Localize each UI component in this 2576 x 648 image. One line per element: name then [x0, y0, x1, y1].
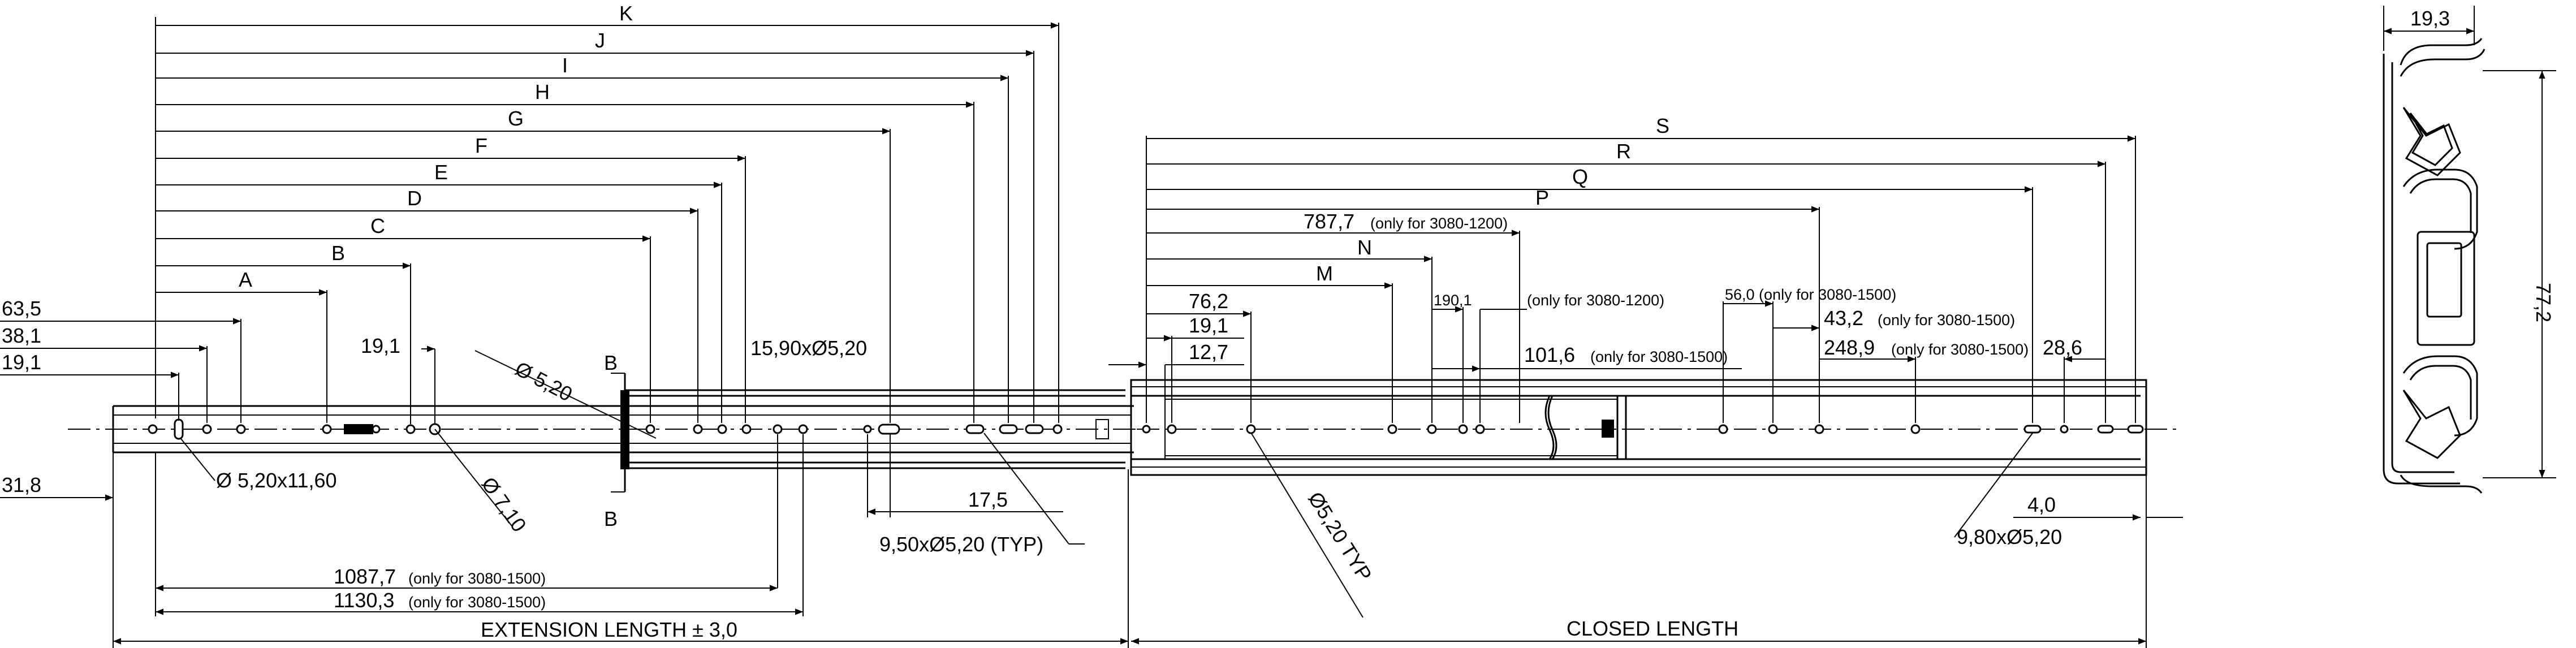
dim-248-9: 248,9: [1824, 336, 1875, 359]
dim-19-1-mid: 19,1: [361, 334, 400, 357]
dim-787-7: 787,7: [1304, 210, 1354, 233]
dim-1087-7-note: (only for 3080-1500): [408, 570, 546, 587]
dim-1087-7: 1087,7: [334, 565, 396, 588]
profile-section-view: 19,3 77,2: [2383, 6, 2556, 494]
extension-length-label: EXTENSION LENGTH ± 3,0: [481, 618, 737, 641]
dim-190-1: 190,1: [1434, 292, 1472, 309]
dim-1130-3: 1130,3: [334, 589, 394, 612]
dim-letter-a: A: [239, 268, 252, 291]
dim-43-2: 43,2: [1824, 306, 1863, 330]
profile-height: 77,2: [2532, 283, 2555, 322]
dim-38-1: 38,1: [2, 324, 41, 347]
dim-190-1-note: (only for 3080-1200): [1527, 292, 1664, 309]
dim-letter-m: M: [1316, 262, 1333, 285]
bottom-left-dimensions: 1087,7 (only for 3080-1500) 1130,3 (only…: [113, 434, 1129, 648]
callout-hole-5-20-typ: Ø5,20 TYP: [1304, 488, 1377, 585]
callout-slot-15-90: 15,90xØ5,20: [750, 336, 867, 360]
callout-slot-9-80: 9,80xØ5,20: [1957, 525, 2062, 548]
right-dimension-ladder: S R Q P 787,7 (only for 3080-1200) N M: [1146, 114, 2136, 423]
profile-width: 19,3: [2410, 7, 2450, 30]
dim-letter-c: C: [370, 214, 385, 237]
dim-letter-f: F: [475, 134, 487, 157]
dim-letter-n: N: [1357, 236, 1372, 259]
right-small-dimensions: 76,2 19,1 12,7 190,1 (only for 3080-1200…: [1108, 286, 2183, 648]
dim-76-2: 76,2: [1189, 290, 1228, 313]
section-b-bottom: B: [604, 507, 618, 530]
callout-hole-7-10: Ø 7,10: [477, 473, 531, 536]
dim-787-7-note: (only for 3080-1200): [1370, 215, 1508, 232]
dim-letter-q: Q: [1572, 165, 1588, 188]
section-b-marks: B B: [604, 351, 626, 530]
dim-17-5: 17,5: [968, 488, 1008, 511]
section-b-top: B: [604, 351, 618, 374]
dim-19-1-left: 19,1: [2, 351, 41, 374]
dim-12-7: 12,7: [1189, 340, 1228, 364]
closed-view: [1130, 379, 2180, 476]
dim-1130-3-note: (only for 3080-1500): [408, 594, 546, 611]
dim-letter-j: J: [595, 29, 605, 52]
dim-63-5: 63,5: [2, 297, 41, 320]
left-small-dimensions: 63,5 38,1 19,1 31,8 19,1 Ø 5,20x11,60 Ø …: [0, 297, 657, 536]
dim-101-6-note: (only for 3080-1500): [1590, 348, 1728, 365]
dim-43-2-note: (only for 3080-1500): [1878, 312, 2015, 329]
callout-hole-5-20: Ø 5,20: [511, 357, 576, 406]
dim-101-6: 101,6: [1524, 343, 1575, 366]
dim-letter-k: K: [619, 2, 633, 25]
dim-letter-p: P: [1535, 186, 1549, 209]
dim-31-8: 31,8: [2, 473, 41, 496]
dim-letter-s: S: [1656, 114, 1669, 137]
dim-56-0: 56,0 (only for 3080-1500): [1725, 286, 1896, 303]
dim-letter-e: E: [434, 161, 448, 184]
dim-letter-r: R: [1616, 140, 1631, 163]
dim-letter-i: I: [562, 54, 568, 77]
dim-letter-b: B: [331, 241, 345, 265]
callout-slot-9-50: 9,50xØ5,20 (TYP): [879, 533, 1043, 556]
dim-letter-d: D: [407, 187, 422, 210]
callout-slot-5-20x11-60: Ø 5,20x11,60: [216, 469, 337, 492]
dim-19-1-right: 19,1: [1189, 314, 1228, 337]
dim-4-0: 4,0: [2027, 493, 2056, 516]
left-dimension-ladder: K J I H G F E D C B A: [155, 2, 1059, 423]
dim-letter-g: G: [508, 107, 524, 130]
dim-letter-h: H: [535, 80, 550, 103]
slot-callouts: 15,90xØ5,20 17,5 9,50xØ5,20 (TYP): [750, 336, 1085, 556]
closed-length-label: CLOSED LENGTH: [1567, 617, 1738, 640]
extension-view: [68, 387, 1159, 470]
dim-248-9-note: (only for 3080-1500): [1891, 341, 2029, 358]
dim-28-6: 28,6: [2043, 336, 2082, 359]
